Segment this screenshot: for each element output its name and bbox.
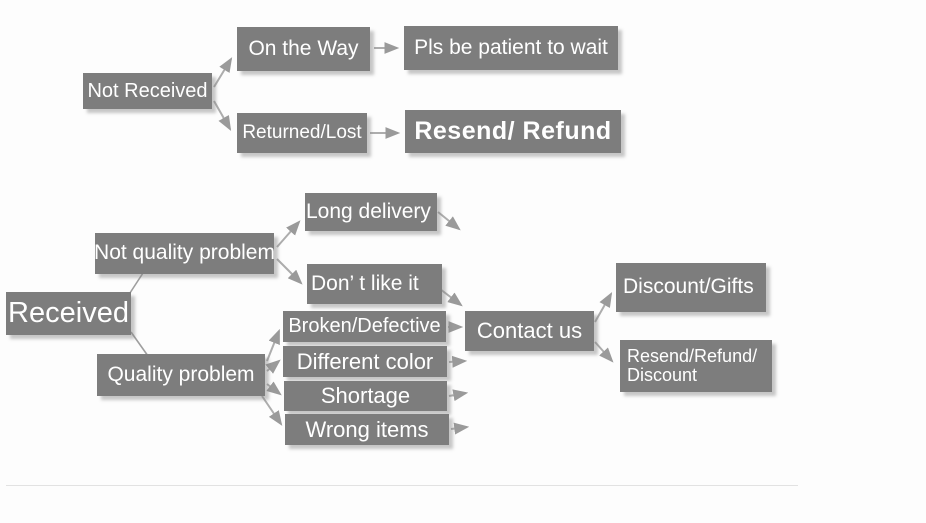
bottom-divider [6, 485, 798, 486]
node-shortage: Shortage [284, 381, 447, 411]
node-broken-defective: Broken/Defective [283, 311, 446, 342]
node-quality-problem: Quality problem [97, 354, 265, 396]
node-discount-gifts: Discount/Gifts [616, 263, 766, 312]
node-long-delivery: Long delivery [305, 193, 437, 231]
arrow-quality-to-different [265, 359, 281, 374]
arrow-contact-to-discount-gifts [594, 292, 613, 323]
arrow-quality-to-shortage [266, 381, 282, 396]
arrow-contact-to-resend-refund-discount [594, 341, 614, 363]
arrow-quality-to-wrong [261, 395, 283, 426]
arrow-long-delivery-out [437, 211, 461, 231]
arrow-wrong-out [450, 422, 470, 435]
node-wrong-items: Wrong items [285, 414, 449, 445]
node-resend-refund-discount-line1: Resend/Refund/ [627, 346, 758, 367]
arrow-shortage-out [448, 389, 469, 402]
arrow-different-out [448, 355, 468, 368]
node-resend-refund: Resend/ Refund [405, 110, 621, 153]
arrow-dont-like-out [439, 288, 463, 307]
node-resend-refund-discount: Resend/Refund/ Discount [620, 340, 772, 392]
node-resend-refund-discount-line2: Discount [627, 365, 698, 385]
node-on-the-way: On the Way [237, 27, 370, 71]
node-different-color: Different color [283, 346, 447, 377]
node-received: Received [6, 292, 131, 335]
node-pls-be-patient: Pls be patient to wait [404, 26, 618, 70]
line-received-to-quality [130, 331, 149, 357]
node-not-received: Not Received [83, 73, 212, 109]
node-contact-us: Contact us [465, 311, 594, 351]
node-returned-lost: Returned/Lost [237, 113, 367, 153]
arrow-not-received-to-returned-lost [213, 100, 232, 131]
arrow-not-quality-to-dont-like [276, 258, 303, 285]
node-not-quality-problem: Not quality problem [94, 233, 275, 274]
node-dont-like-it: Don’ t like it [307, 264, 442, 304]
arrow-quality-to-broken [266, 328, 280, 362]
arrow-not-received-to-on-the-way [213, 57, 233, 88]
arrow-not-quality-to-long-delivery [276, 220, 301, 248]
